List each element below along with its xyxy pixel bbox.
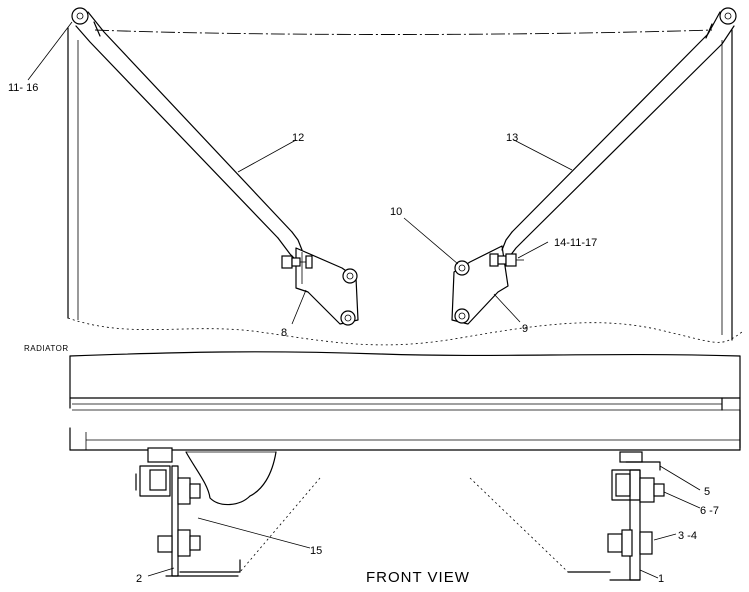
callout-1: 1	[658, 573, 664, 585]
callout-2: 2	[136, 573, 142, 585]
callout-10: 10	[390, 206, 402, 218]
callout-8: 8	[281, 327, 287, 339]
radiator-label: RADIATOR	[24, 344, 69, 353]
callout-12: 12	[292, 132, 304, 144]
frame-crossmember	[69, 351, 741, 451]
callout-13: 13	[506, 132, 518, 144]
view-title: FRONT VIEW	[366, 569, 470, 586]
radiator-panel	[67, 27, 743, 346]
callout-15: 15	[310, 545, 322, 557]
right-bracket	[451, 245, 524, 325]
callout-6-7: 6 -7	[700, 505, 719, 517]
lower-frame	[179, 451, 611, 573]
callout-14-11-17: 14-11-17	[554, 237, 597, 249]
left-strut	[71, 7, 303, 263]
right-mount-bracket	[607, 451, 665, 581]
left-mount-bracket	[135, 447, 239, 577]
leader-lines	[27, 21, 701, 579]
callout-5: 5	[704, 486, 710, 498]
left-bracket	[281, 247, 359, 326]
callout-3-4: 3 -4	[678, 530, 697, 542]
callout-11-16: 11- 16	[8, 82, 38, 94]
callout-9: 9	[522, 323, 528, 335]
right-strut	[501, 7, 737, 257]
